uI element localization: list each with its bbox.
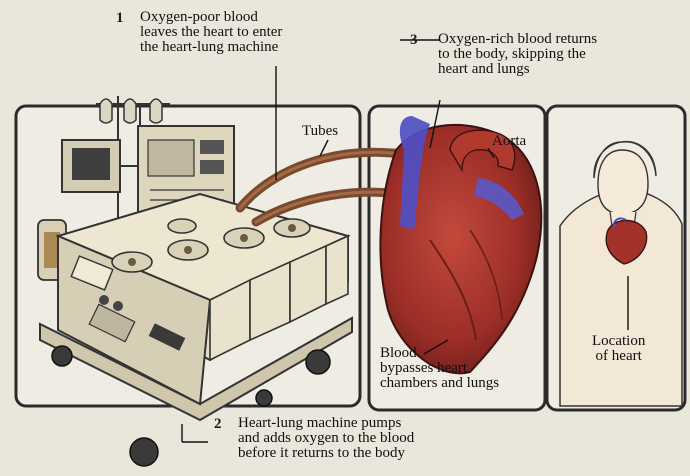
step-1-line-1: Oxygen-poor blood	[140, 10, 282, 25]
step-1-line-3: the heart-lung machine	[140, 40, 282, 55]
step-1-line-2: leaves the heart to enter	[140, 25, 282, 40]
step-2-line-2: and adds oxygen to the blood	[238, 431, 414, 446]
step-1-number: 1	[116, 10, 124, 27]
tubes-label: Tubes	[302, 124, 338, 139]
aorta-label: Aorta	[492, 134, 526, 149]
step-3-line-1: Oxygen-rich blood returns	[438, 32, 597, 47]
step-3-callout: Oxygen-rich blood returns to the body, s…	[438, 32, 597, 77]
step-2-number: 2	[214, 416, 222, 433]
iv-bags	[100, 99, 162, 123]
location-line-2: of heart	[592, 349, 645, 364]
step-3-number: 3	[410, 32, 418, 49]
step-3-line-3: heart and lungs	[438, 62, 597, 77]
location-line-1: Location	[592, 334, 645, 349]
location-of-heart-label: Location of heart	[592, 334, 645, 364]
blood-bypass-line-1: Blood	[380, 346, 499, 361]
blood-bypass-line-3: chambers and lungs	[380, 376, 499, 391]
step-2-line-3: before it returns to the body	[238, 446, 414, 461]
step-2-line-1: Heart-lung machine pumps	[238, 416, 414, 431]
step-2-callout: Heart-lung machine pumps and adds oxygen…	[238, 416, 414, 461]
blood-bypass-line-2: bypasses heart	[380, 361, 499, 376]
step-3-line-2: to the body, skipping the	[438, 47, 597, 62]
step-1-callout: Oxygen-poor blood leaves the heart to en…	[140, 10, 282, 55]
blood-bypass-label: Blood bypasses heart chambers and lungs	[380, 346, 499, 391]
